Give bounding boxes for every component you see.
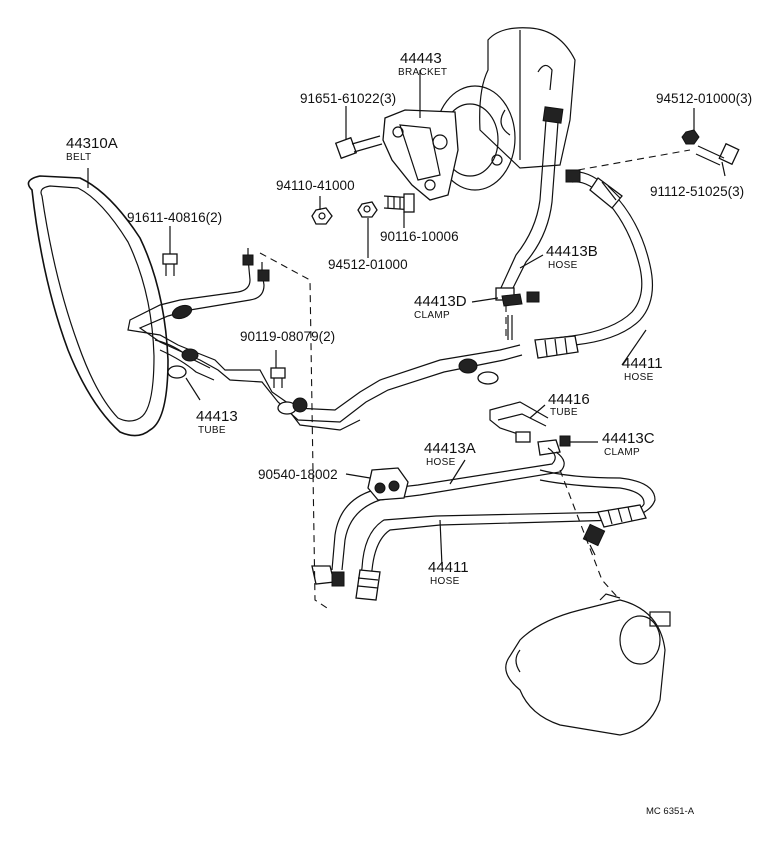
clamp-icon bbox=[501, 291, 540, 340]
label-hose-b: HOSE bbox=[548, 260, 578, 271]
part-labels: 44443 BRACKET 91651-61022(3) 94512-01000… bbox=[66, 50, 752, 817]
alignment-line bbox=[577, 149, 691, 171]
label-90119-08079: 90119-08079(2) bbox=[240, 329, 335, 344]
label-94512-01000-3: 94512-01000(3) bbox=[656, 91, 752, 106]
label-hose-c: HOSE bbox=[426, 457, 456, 468]
grommet-icon bbox=[367, 467, 409, 501]
alignment-line bbox=[259, 252, 331, 611]
label-91112-51025: 91112-51025(3) bbox=[650, 184, 744, 199]
tube-icon bbox=[127, 257, 523, 431]
label-94110-41000: 94110-41000 bbox=[276, 178, 355, 193]
label-44416: 44416 bbox=[548, 391, 590, 408]
label-tube-2: TUBE bbox=[550, 407, 578, 418]
bolt-icon bbox=[334, 135, 383, 160]
label-44310A: 44310A bbox=[66, 135, 118, 152]
label-44413: 44413 bbox=[196, 408, 238, 425]
pump-bracket-icon bbox=[382, 109, 459, 201]
label-91611-40816: 91611-40816(2) bbox=[127, 210, 222, 225]
tube-icon bbox=[242, 248, 270, 282]
label-hose-a: HOSE bbox=[624, 372, 654, 383]
label-44413C: 44413C bbox=[602, 430, 655, 447]
bolt-icon bbox=[162, 253, 178, 276]
leader-lines bbox=[87, 70, 726, 567]
bolt-icon bbox=[695, 142, 740, 166]
tube-icon bbox=[311, 565, 345, 587]
label-44413A: 44413A bbox=[424, 440, 476, 457]
label-44411-upper: 44411 bbox=[622, 355, 663, 372]
clamp-icon bbox=[167, 304, 499, 415]
hose-icon bbox=[495, 106, 564, 301]
nut-icon bbox=[681, 129, 700, 145]
label-44413B: 44413B bbox=[546, 243, 598, 260]
hose-icon bbox=[534, 169, 653, 359]
clamp-icon bbox=[537, 435, 571, 456]
label-hose-d: HOSE bbox=[430, 576, 460, 587]
label-91651-61022: 91651-61022(3) bbox=[300, 91, 396, 106]
nut-icon bbox=[357, 201, 378, 218]
diagram-code: MC 6351-A bbox=[646, 806, 695, 817]
label-44443: 44443 bbox=[400, 50, 442, 67]
label-tube: TUBE bbox=[198, 425, 226, 436]
alignment-line bbox=[559, 469, 621, 601]
steering-gear-box-icon bbox=[505, 593, 671, 736]
bolt-icon bbox=[270, 367, 286, 388]
hose-icon bbox=[331, 447, 656, 601]
label-90540-18002: 90540-18002 bbox=[258, 467, 338, 482]
nut-icon bbox=[311, 207, 333, 225]
label-90116-10006: 90116-10006 bbox=[380, 229, 459, 244]
label-bracket: BRACKET bbox=[398, 67, 447, 78]
label-clamp-c: CLAMP bbox=[604, 447, 640, 458]
label-belt: BELT bbox=[66, 152, 91, 163]
label-44413D: 44413D bbox=[414, 293, 467, 310]
drive-belt-icon bbox=[27, 175, 169, 437]
stud-icon bbox=[383, 193, 415, 213]
label-44411-lower: 44411 bbox=[428, 559, 469, 576]
label-94512-01000: 94512-01000 bbox=[328, 257, 408, 272]
label-clamp-d: CLAMP bbox=[414, 310, 450, 321]
tube-icon bbox=[489, 401, 549, 443]
